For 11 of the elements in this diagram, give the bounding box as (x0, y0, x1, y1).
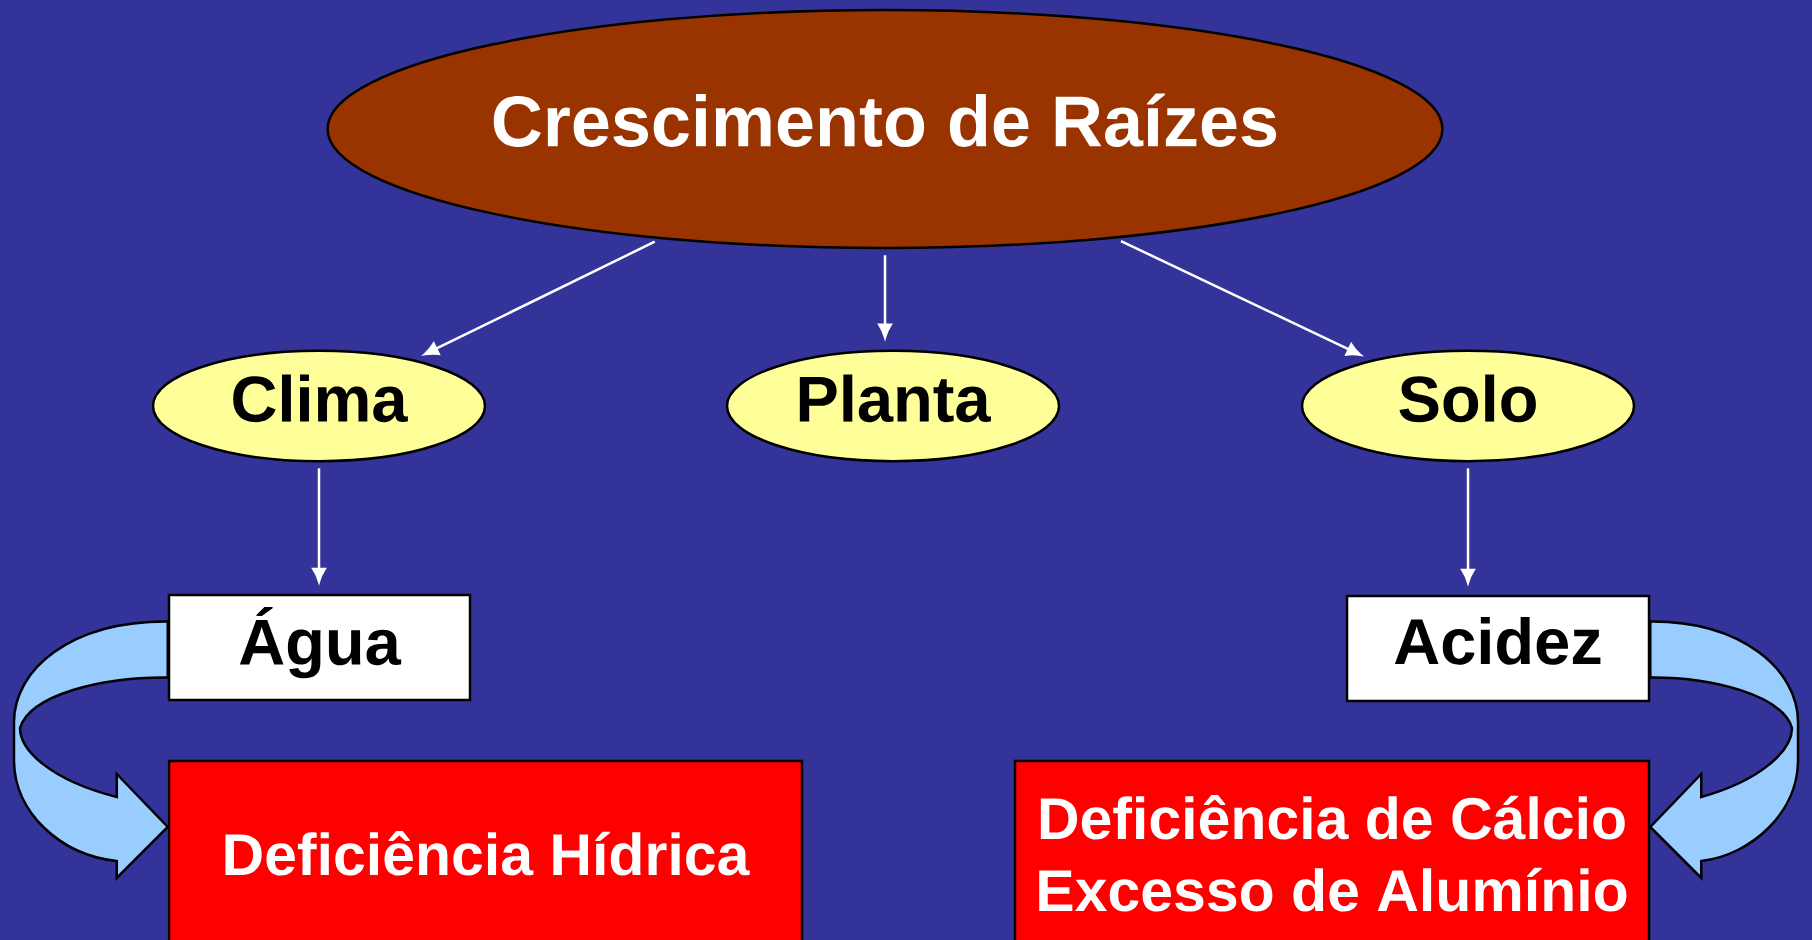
arrow (312, 468, 326, 583)
curved-block-arrow (1649, 620, 1800, 880)
arrow (1461, 468, 1475, 584)
factor-box: Acidez (1345, 594, 1651, 703)
arrow (423, 240, 656, 356)
effect-box: Deficiência Hídrica (167, 759, 804, 940)
arrow (878, 255, 892, 339)
curved-block-arrow (12, 620, 169, 880)
arrow (1120, 239, 1362, 356)
effect-box: Deficiência de Cálcio Excesso de Alumínio (1013, 759, 1651, 940)
factor-box: Água (167, 593, 472, 702)
